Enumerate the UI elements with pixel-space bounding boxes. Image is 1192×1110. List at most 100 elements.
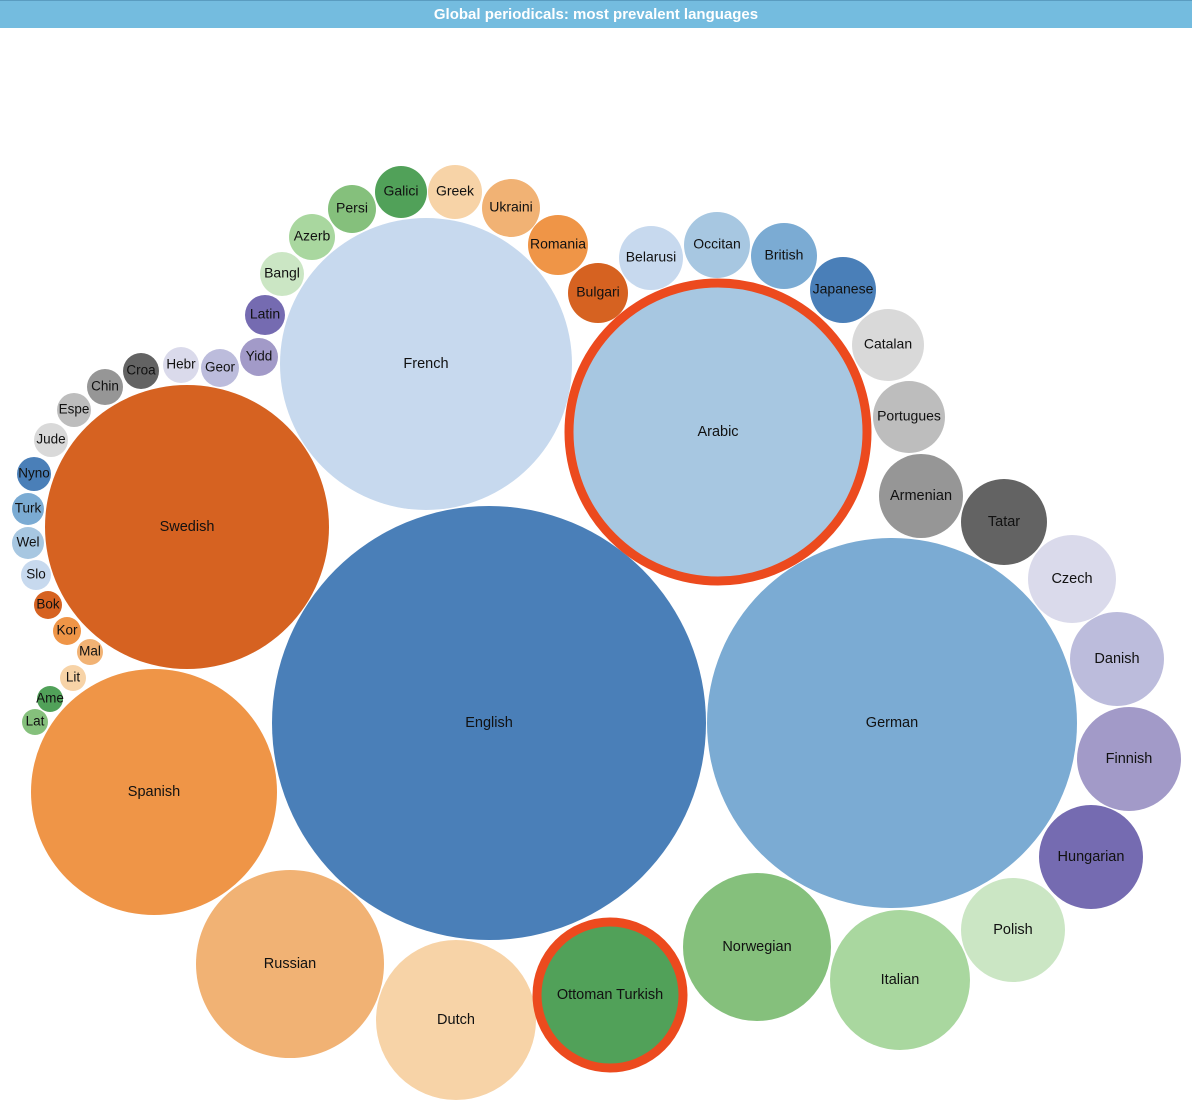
bubble-turk[interactable]: Turk xyxy=(12,493,44,525)
bubble-latin[interactable]: Latin xyxy=(245,295,285,335)
bubble-circle[interactable] xyxy=(21,560,51,590)
bubble-circle[interactable] xyxy=(482,179,540,237)
bubble-polish[interactable]: Polish xyxy=(961,878,1065,982)
bubble-circle[interactable] xyxy=(328,185,376,233)
bubble-circle[interactable] xyxy=(810,257,876,323)
bubble-greek[interactable]: Greek xyxy=(428,165,482,219)
bubble-circle[interactable] xyxy=(564,278,872,586)
bubble-circle[interactable] xyxy=(873,381,945,453)
bubble-circle[interactable] xyxy=(196,870,384,1058)
bubble-circle[interactable] xyxy=(1028,535,1116,623)
bubble-mal[interactable]: Mal xyxy=(77,639,103,665)
bubble-circle[interactable] xyxy=(376,940,536,1100)
bubble-kor[interactable]: Kor xyxy=(53,617,81,645)
bubble-circle[interactable] xyxy=(879,454,963,538)
bubble-circle[interactable] xyxy=(45,385,329,669)
bubble-circle[interactable] xyxy=(201,349,239,387)
bubble-circle[interactable] xyxy=(961,479,1047,565)
bubble-italian[interactable]: Italian xyxy=(830,910,970,1050)
bubble-czech[interactable]: Czech xyxy=(1028,535,1116,623)
bubble-circle[interactable] xyxy=(751,223,817,289)
bubble-wel[interactable]: Wel xyxy=(12,527,44,559)
bubble-circle[interactable] xyxy=(280,218,572,510)
bubble-geor[interactable]: Geor xyxy=(201,349,239,387)
bubble-circle[interactable] xyxy=(568,263,628,323)
bubble-belarusi[interactable]: Belarusi xyxy=(619,226,683,290)
bubble-yidd[interactable]: Yidd xyxy=(240,338,278,376)
bubble-circle[interactable] xyxy=(961,878,1065,982)
bubble-armenian[interactable]: Armenian xyxy=(879,454,963,538)
bubble-bok[interactable]: Bok xyxy=(34,591,62,619)
bubble-circle[interactable] xyxy=(684,212,750,278)
bubble-circle[interactable] xyxy=(77,639,103,665)
bubble-circle[interactable] xyxy=(245,295,285,335)
bubble-circle[interactable] xyxy=(12,493,44,525)
bubble-circle[interactable] xyxy=(707,538,1077,908)
bubble-tatar[interactable]: Tatar xyxy=(961,479,1047,565)
bubble-circle[interactable] xyxy=(60,665,86,691)
bubble-occitan[interactable]: Occitan xyxy=(684,212,750,278)
bubble-finnish[interactable]: Finnish xyxy=(1077,707,1181,811)
bubble-spanish[interactable]: Spanish xyxy=(31,669,277,915)
bubble-bulgari[interactable]: Bulgari xyxy=(568,263,628,323)
bubble-circle[interactable] xyxy=(852,309,924,381)
bubble-circle[interactable] xyxy=(22,709,48,735)
bubble-circle[interactable] xyxy=(428,165,482,219)
bubble-circle[interactable] xyxy=(260,252,304,296)
bubble-slo[interactable]: Slo xyxy=(21,560,51,590)
bubble-lit[interactable]: Lit xyxy=(60,665,86,691)
bubble-german[interactable]: German xyxy=(707,538,1077,908)
bubble-croa[interactable]: Croa xyxy=(123,353,159,389)
bubble-arabic[interactable]: Arabic xyxy=(564,278,872,586)
bubble-galici[interactable]: Galici xyxy=(375,166,427,218)
bubble-lat[interactable]: Lat xyxy=(22,709,48,735)
bubble-catalan[interactable]: Catalan xyxy=(852,309,924,381)
bubble-russian[interactable]: Russian xyxy=(196,870,384,1058)
bubble-norwegian[interactable]: Norwegian xyxy=(683,873,831,1021)
bubble-circle[interactable] xyxy=(163,347,199,383)
bubble-circle[interactable] xyxy=(123,353,159,389)
bubble-circle[interactable] xyxy=(31,669,277,915)
bubble-circle[interactable] xyxy=(619,226,683,290)
bubble-circle[interactable] xyxy=(289,214,335,260)
bubble-circle[interactable] xyxy=(12,527,44,559)
bubble-ame[interactable]: Ame xyxy=(36,686,64,712)
bubble-british[interactable]: British xyxy=(751,223,817,289)
bubble-azerb[interactable]: Azerb xyxy=(289,214,335,260)
bubble-circle[interactable] xyxy=(1077,707,1181,811)
bubble-circle[interactable] xyxy=(1039,805,1143,909)
bubble-circle[interactable] xyxy=(34,423,68,457)
bubble-romania[interactable]: Romania xyxy=(528,215,588,275)
bubble-hebr[interactable]: Hebr xyxy=(163,347,199,383)
bubble-circle[interactable] xyxy=(87,369,123,405)
bubble-circle[interactable] xyxy=(57,393,91,427)
bubble-circle[interactable] xyxy=(240,338,278,376)
bubble-japanese[interactable]: Japanese xyxy=(810,257,876,323)
bubble-chin[interactable]: Chin xyxy=(87,369,123,405)
bubble-dutch[interactable]: Dutch xyxy=(376,940,536,1100)
bubble-circle[interactable] xyxy=(532,917,688,1073)
bubble-circle[interactable] xyxy=(37,686,63,712)
bubble-ottoman-turkish[interactable]: Ottoman Turkish xyxy=(532,917,688,1073)
bubble-jude[interactable]: Jude xyxy=(34,423,68,457)
bubble-circle[interactable] xyxy=(272,506,706,940)
bubble-nyno[interactable]: Nyno xyxy=(17,457,51,491)
bubble-bangl[interactable]: Bangl xyxy=(260,252,304,296)
bubble-hungarian[interactable]: Hungarian xyxy=(1039,805,1143,909)
bubble-ukraini[interactable]: Ukraini xyxy=(482,179,540,237)
bubble-danish[interactable]: Danish xyxy=(1070,612,1164,706)
bubble-circle[interactable] xyxy=(683,873,831,1021)
bubble-circle[interactable] xyxy=(830,910,970,1050)
bubble-french[interactable]: French xyxy=(280,218,572,510)
bubble-persi[interactable]: Persi xyxy=(328,185,376,233)
bubble-portugues[interactable]: Portugues xyxy=(873,381,945,453)
bubble-espe[interactable]: Espe xyxy=(57,393,91,427)
bubble-circle[interactable] xyxy=(17,457,51,491)
bubble-circle[interactable] xyxy=(1070,612,1164,706)
bubble-circle[interactable] xyxy=(528,215,588,275)
bubble-swedish[interactable]: Swedish xyxy=(45,385,329,669)
bubble-circle[interactable] xyxy=(53,617,81,645)
bubble-english[interactable]: English xyxy=(272,506,706,940)
bubble-circle[interactable] xyxy=(375,166,427,218)
bubble-circle[interactable] xyxy=(34,591,62,619)
